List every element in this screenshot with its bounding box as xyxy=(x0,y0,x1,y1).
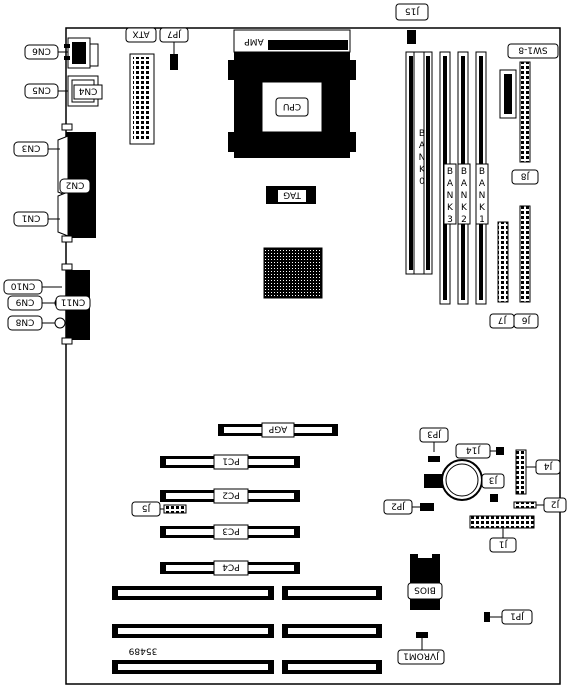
bank2-letter-1: B xyxy=(461,167,467,177)
sw-label: SW1-8 xyxy=(518,45,548,55)
connector-j14: J14 xyxy=(455,443,504,459)
document-number: 35489 xyxy=(128,646,157,656)
cpu-label: CPU xyxy=(283,101,301,111)
j1-label: J1 xyxy=(499,539,508,549)
pci-slot-3: PC3 xyxy=(160,524,300,540)
pc4-label: PC4 xyxy=(222,562,240,572)
bank3-letter-1: B xyxy=(447,167,453,177)
cn10-label: CN10 xyxy=(10,281,35,291)
pc2-label: PC2 xyxy=(222,490,239,500)
j6-label: J6 xyxy=(522,315,532,325)
j3-label: J3 xyxy=(489,475,498,485)
connector-j2: J2 xyxy=(513,497,567,513)
chipset xyxy=(263,247,323,299)
pci-slot-4: PC4 xyxy=(160,560,300,576)
bank0-letter-5: 0 xyxy=(419,177,425,187)
cn8-label: CN8 xyxy=(15,317,34,327)
pci-slot-1: PC1 xyxy=(160,454,300,470)
bank2-letter-2: A xyxy=(461,179,468,189)
tag-chip: TAG xyxy=(266,186,316,204)
bios-label: BIOS xyxy=(414,585,436,595)
cn3-label: CN3 xyxy=(22,143,41,153)
bank3-letter-5: 3 xyxy=(447,215,453,225)
bank1-letter-2: A xyxy=(479,179,486,189)
bank0-letter-3: N xyxy=(419,153,426,163)
cn11-label: CN11 xyxy=(61,297,85,307)
jumper-jp7: JP7 xyxy=(159,27,189,70)
cn5-label: CN5 xyxy=(32,85,51,95)
jvrom1-label: JVROM1 xyxy=(403,651,440,661)
connector-j6: J6 xyxy=(513,205,539,329)
bank3-letter-2: A xyxy=(447,179,454,189)
bios-chip: BIOS xyxy=(407,554,443,610)
bank0-letter-1: B xyxy=(419,129,425,139)
jp3-label: JP3 xyxy=(427,429,442,439)
agp-label: AGP xyxy=(268,424,287,434)
jumper-jp1: JP1 xyxy=(484,609,533,625)
j7-label: J7 xyxy=(498,315,507,325)
connector-cn6: CN6 xyxy=(24,37,99,69)
bank0-letter-2: A xyxy=(419,141,426,151)
dip-switch-sw1-8: SW1-8 xyxy=(499,43,559,119)
connector-j1: J1 xyxy=(469,515,535,553)
memory-bank-3: B A N K 3 xyxy=(439,51,457,305)
bank1-letter-4: K xyxy=(479,203,486,213)
cpu-socket: AMP CPU xyxy=(228,29,356,158)
jumper-jvrom1: JVROM1 xyxy=(397,632,445,665)
jumper-jp3: JP3 xyxy=(419,427,449,462)
isa-slot-2 xyxy=(112,624,382,638)
cn4-label: CN4 xyxy=(78,86,97,96)
jp2-label: JP2 xyxy=(391,501,406,511)
j14-label: J14 xyxy=(466,445,481,455)
bank2-letter-5: 2 xyxy=(461,215,467,225)
bank2-letter-3: N xyxy=(461,191,468,201)
connector-j7: J7 xyxy=(489,221,515,329)
amp-label: AMP xyxy=(244,36,264,46)
j8-label: J8 xyxy=(521,171,531,181)
pci-slot-2: PC2 xyxy=(160,488,300,504)
bank0-letter-4: K xyxy=(419,165,426,175)
memory-bank-2: B A N K 2 xyxy=(457,51,471,305)
bank3-letter-3: N xyxy=(447,191,454,201)
cn9-label: CN9 xyxy=(15,297,34,307)
connector-j5: J5 xyxy=(131,501,187,517)
connector-j8: J8 xyxy=(511,61,539,185)
atx-power-connector: ATX xyxy=(125,27,157,145)
j15-label: J15 xyxy=(405,6,420,16)
bank3-letter-4: K xyxy=(447,203,454,213)
jp7-label: JP7 xyxy=(167,29,182,39)
cn6-label: CN6 xyxy=(32,46,51,56)
j4-label: J4 xyxy=(544,461,554,471)
jp1-label: JP1 xyxy=(510,611,525,621)
connector-j3: J3 xyxy=(481,473,505,502)
memory-bank-1: B A N K 1 xyxy=(475,51,489,305)
isa-slot-1 xyxy=(112,586,382,600)
jumper-jp2: JP2 xyxy=(383,499,434,515)
connector-cn5-cn4: CN5 CN4 xyxy=(24,75,103,107)
atx-label: ATX xyxy=(132,29,149,39)
bank1-letter-5: 1 xyxy=(479,215,485,225)
isa-slot-3 xyxy=(112,660,382,674)
cn2-label: CN2 xyxy=(66,180,85,190)
battery xyxy=(424,459,483,501)
connector-cn8-to-cn11: CN10 CN9 CN11 CN8 xyxy=(3,263,91,345)
connector-cn1-cn2-cn3: CN3 CN2 CN1 xyxy=(13,123,96,243)
bank1-letter-3: N xyxy=(479,191,486,201)
agp-slot: AGP xyxy=(218,422,338,438)
tag-label: TAG xyxy=(283,190,302,200)
connector-j4: J4 xyxy=(515,449,561,495)
bank1-letter-1: B xyxy=(479,167,485,177)
connector-j15: J15 xyxy=(395,3,429,44)
pc1-label: PC1 xyxy=(222,456,239,466)
memory-bank-0: B A N K 0 xyxy=(405,51,433,275)
j2-label: J2 xyxy=(551,499,560,509)
pc3-label: PC3 xyxy=(222,526,239,536)
j5-label: J5 xyxy=(142,503,151,513)
bank2-letter-4: K xyxy=(461,203,468,213)
cn1-label: CN1 xyxy=(22,213,41,223)
